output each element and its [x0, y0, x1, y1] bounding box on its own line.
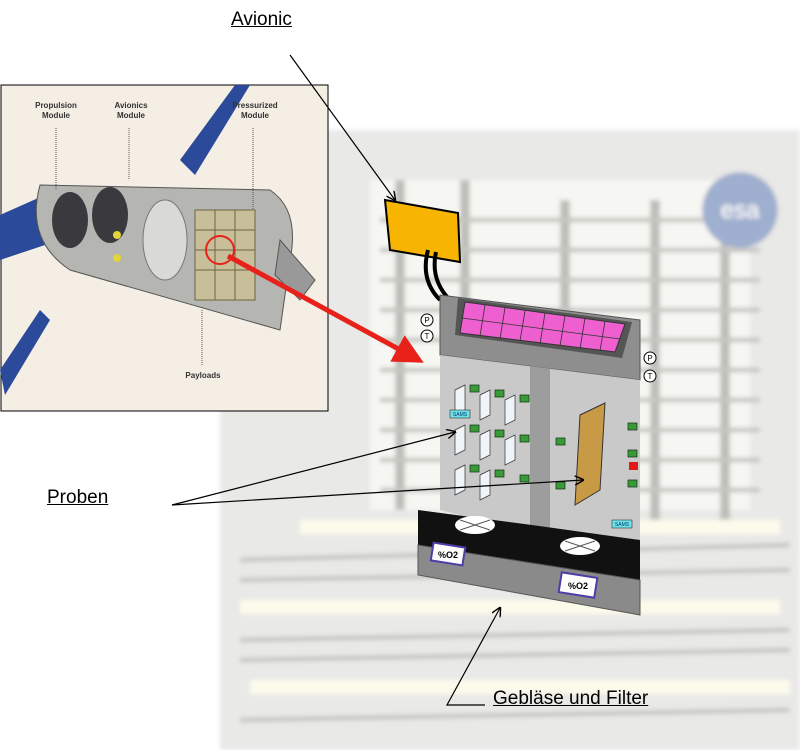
label-pressurized-2: Module	[241, 111, 270, 120]
proben-pointer-2	[171, 480, 583, 506]
label-avionic: Avionic	[231, 9, 292, 30]
sams-label-left: SAMS	[453, 412, 468, 418]
solar-panel-top	[180, 85, 250, 175]
device-base	[417, 544, 641, 616]
zoom-arrow	[226, 253, 424, 363]
fan-tray-left	[418, 510, 532, 565]
p-label-right: P	[647, 354, 652, 363]
t-label-right: T	[648, 372, 653, 381]
proben-pointer-1	[171, 432, 455, 506]
o2-label-right: %O2	[568, 581, 588, 591]
avionic-pointer	[289, 54, 395, 200]
o2-label-left: %O2	[438, 550, 458, 560]
geblaese-pointer	[445, 608, 500, 706]
highlight-circle	[205, 235, 235, 265]
label-pressurized: Pressurized	[232, 101, 277, 110]
t-label: T	[425, 332, 430, 341]
inset-atv-image: Propulsion Module Avionics Module Pressu…	[0, 84, 329, 412]
sensor-pt-left: P T	[420, 313, 434, 343]
sample-tray	[574, 402, 606, 506]
o2-sensor-right: %O2	[557, 571, 599, 599]
label-avionics-2: Module	[117, 111, 146, 120]
p-label: P	[424, 316, 429, 325]
sams-label-right: SAMS	[615, 522, 630, 528]
label-avionics: Avionics	[114, 101, 148, 110]
avionic-box	[383, 198, 462, 264]
label-propulsion-2: Module	[42, 111, 71, 120]
solar-panel-bottom	[0, 310, 50, 395]
o2-sensor-left: %O2	[429, 541, 467, 567]
experiment-device: SAMS SAMS %O2 %O2 P T	[417, 294, 657, 616]
label-proben: Proben	[47, 487, 109, 508]
label-payloads: Payloads	[185, 371, 221, 380]
esa-logo: esa	[721, 197, 760, 224]
divider	[530, 365, 550, 545]
label-propulsion: Propulsion	[35, 101, 77, 110]
label-geblaese-filter: Gebläse und Filter	[493, 688, 649, 709]
sample-holders	[469, 384, 638, 490]
